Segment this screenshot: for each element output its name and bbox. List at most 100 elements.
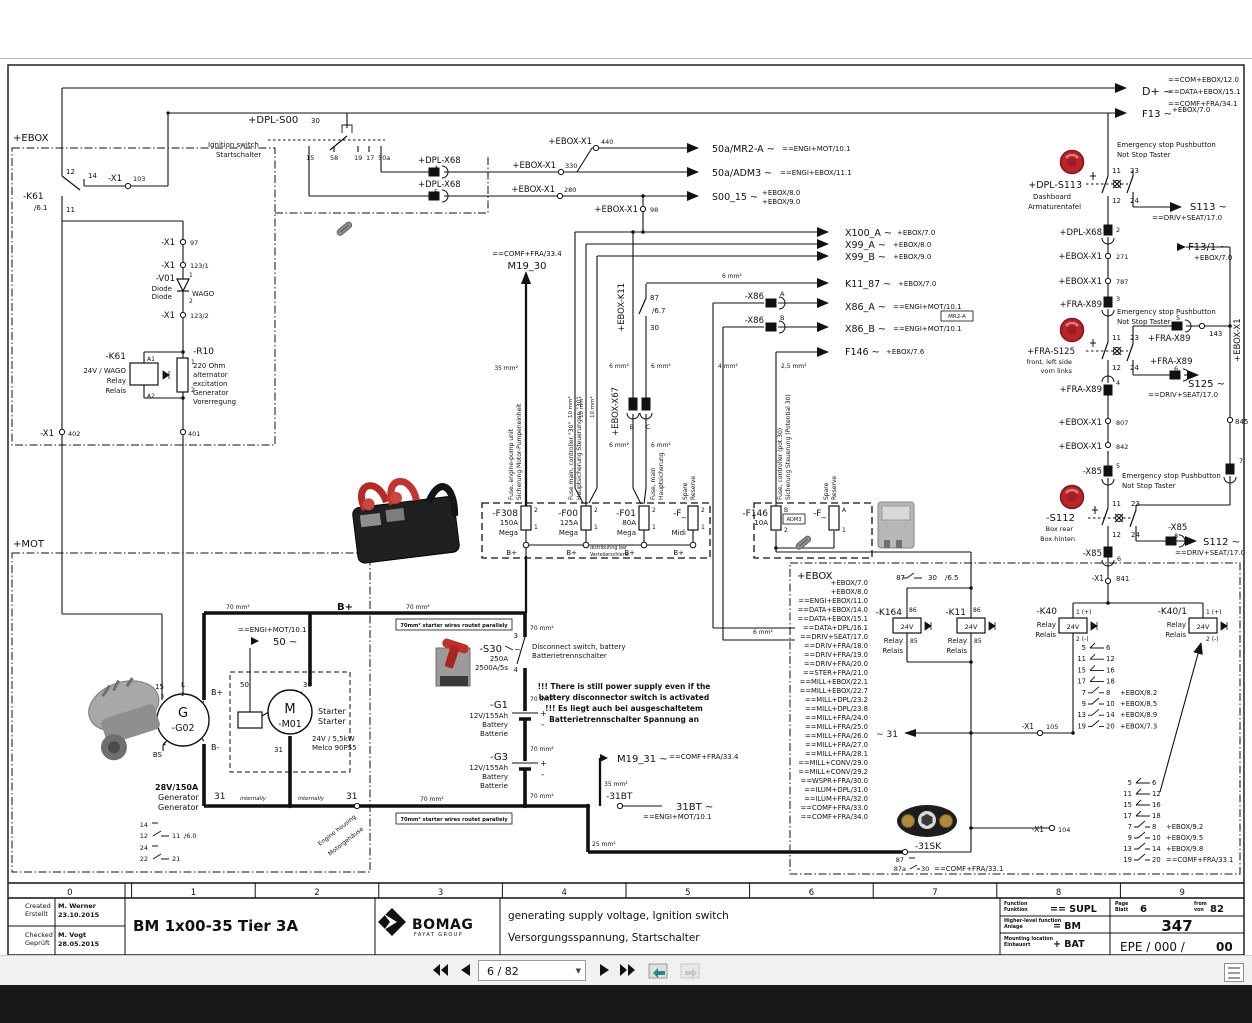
schematic-label: ==DRIV+FRA/20.0 bbox=[804, 660, 868, 668]
schematic-label: 22 bbox=[140, 855, 148, 863]
schematic-label: 11 bbox=[1112, 500, 1121, 508]
schematic-label: ==WSPR+FRA/30.0 bbox=[801, 777, 868, 785]
schematic-label: 23 bbox=[1131, 500, 1140, 508]
schematic-label: ==ENGI+MOT/10.1 bbox=[643, 813, 712, 821]
schematic-label: Relay bbox=[107, 377, 126, 385]
previous-page-button[interactable] bbox=[455, 961, 475, 981]
last-page-button[interactable] bbox=[618, 961, 638, 981]
schematic-label: 19 bbox=[1077, 722, 1086, 730]
schematic-label: +EBOX-X1 bbox=[1058, 252, 1102, 262]
schematic-label: WAGO bbox=[192, 290, 215, 298]
schematic-label: + bbox=[540, 709, 547, 718]
schematic-label: 123/1 bbox=[190, 262, 209, 270]
schematic-label: K11_87 ~ bbox=[845, 279, 891, 290]
page-number-input[interactable]: 6 / 82 ▼ bbox=[478, 960, 586, 981]
schematic-label: -31BT bbox=[606, 792, 633, 802]
schematic-label: 11 bbox=[172, 832, 180, 840]
page-dropdown-arrow[interactable]: ▼ bbox=[575, 967, 581, 975]
from-label-de: von bbox=[1194, 908, 1204, 913]
schematic-label: Reserve bbox=[690, 476, 697, 500]
mounting-label-de: Einbauort bbox=[1004, 942, 1031, 948]
schematic-label: ==COMF+FRA/33.4 bbox=[669, 753, 739, 761]
schematic-label: Spare bbox=[823, 482, 830, 500]
schematic-label: 50a bbox=[378, 154, 390, 162]
schematic-label: 6 mm² bbox=[651, 442, 671, 449]
schematic-label: -G1 bbox=[490, 700, 508, 711]
schematic-label: -X1 bbox=[1032, 825, 1044, 834]
schematic-label: Melco 90P55 bbox=[312, 744, 357, 752]
contact-glyph bbox=[1134, 820, 1150, 828]
schematic-label: -S112 bbox=[1046, 513, 1075, 524]
schematic-label: +EBOX/7.0 bbox=[1194, 254, 1232, 262]
schematic-label: Verteilerschiene bbox=[590, 552, 629, 558]
schematic-label: -X85 bbox=[1083, 549, 1102, 559]
mounting-label-en: Mounting location bbox=[1004, 936, 1054, 942]
first-page-button[interactable] bbox=[430, 961, 450, 981]
function-value: == SUPL bbox=[1050, 904, 1097, 915]
schematic-label: +FRA-X89 bbox=[1060, 300, 1102, 310]
schematic-label: X99_B ~ bbox=[845, 252, 886, 263]
schematic-label: A1 bbox=[147, 356, 155, 363]
schematic-label: front, left side bbox=[1026, 358, 1072, 366]
schematic-label: 24V bbox=[901, 623, 914, 631]
schematic-label: 4 bbox=[561, 888, 566, 898]
next-page-button[interactable] bbox=[595, 961, 615, 981]
schematic-label: Reserve bbox=[831, 476, 838, 500]
schematic-label: 9 bbox=[1082, 700, 1086, 708]
schematic-label: 35 mm² bbox=[494, 365, 518, 372]
schematic-label: 24V / WAGO bbox=[83, 367, 126, 375]
schematic-label: +EBOX/8.0 bbox=[893, 241, 931, 249]
schematic-label: B+ bbox=[337, 602, 353, 613]
schematic-label: ~ bbox=[514, 645, 521, 654]
schematic-label: 6 mm² bbox=[609, 442, 629, 449]
schematic-label: 70 mm² bbox=[226, 604, 250, 611]
schematic-label: Generator bbox=[193, 389, 229, 397]
contact-glyph bbox=[1134, 842, 1150, 850]
schematic-label: +EBOX/8.2 bbox=[1120, 689, 1157, 697]
schematic-label: Vorerregung bbox=[193, 398, 236, 406]
schematic-label: 12 bbox=[1152, 790, 1161, 798]
schematic-label: ==MILL+FRA/25.0 bbox=[805, 723, 868, 731]
schematic-label: 6 bbox=[1106, 644, 1110, 652]
checked-by: M. Vogt bbox=[58, 931, 86, 939]
previous-view-button[interactable] bbox=[646, 961, 672, 981]
schematic-label: G bbox=[178, 706, 188, 721]
schematic-label: battery disconnector switch is activated bbox=[539, 693, 709, 702]
schematic-label: Batterie bbox=[480, 782, 508, 790]
schematic-label: 85 bbox=[974, 638, 982, 645]
schematic-label: 6 mm² bbox=[722, 273, 742, 280]
schematic-label: A2 bbox=[147, 393, 155, 400]
schematic-label: Ignition switch bbox=[208, 141, 259, 149]
model-title: BM 1x00-35 Tier 3A bbox=[133, 917, 298, 935]
schematic-label: 6 bbox=[1117, 555, 1121, 563]
from-value: 82 bbox=[1210, 904, 1224, 915]
schematic-label: Fuse, main bbox=[650, 467, 657, 500]
schematic-label: ==COMF+FRA/34.0 bbox=[801, 813, 868, 821]
schematic-label: Relais bbox=[946, 647, 967, 655]
contact-glyph bbox=[1089, 676, 1104, 683]
schematic-label: Dashboard bbox=[1033, 193, 1071, 201]
schematic-label: ==DATA+EBOX/14.0 bbox=[798, 606, 868, 614]
schematic-label: A bbox=[842, 507, 847, 514]
sidebar-toggle-icon[interactable] bbox=[1224, 963, 1244, 982]
schematic-label: ==DRIV+FRA/18.0 bbox=[804, 642, 868, 650]
schematic-label: -K61 bbox=[23, 192, 44, 202]
schematic-label: B bbox=[780, 314, 784, 322]
schematic-label: S112 ~ bbox=[1203, 537, 1240, 548]
schematic-label: Relay bbox=[948, 637, 967, 645]
schematic-label: M bbox=[284, 702, 295, 717]
schematic-label: -X1 bbox=[161, 238, 175, 248]
schematic-label: F13/1 ~ bbox=[1188, 242, 1228, 253]
schematic-label: 2 bbox=[191, 387, 195, 394]
bottom-dark-strip bbox=[0, 985, 1252, 1023]
schematic-label: 271 bbox=[1116, 253, 1128, 261]
schematic-label: 2,5 mm² bbox=[781, 363, 807, 370]
schematic-label: 845 bbox=[1235, 418, 1248, 426]
higher-label-de: Anlage bbox=[1004, 924, 1023, 930]
description-de: Versorgungsspannung, Startschalter bbox=[508, 932, 700, 944]
schematic-label: 18 bbox=[1106, 678, 1115, 686]
schematic-label: Starter bbox=[318, 707, 346, 716]
schematic-label: 58 bbox=[330, 154, 338, 162]
next-view-button[interactable] bbox=[678, 961, 704, 981]
